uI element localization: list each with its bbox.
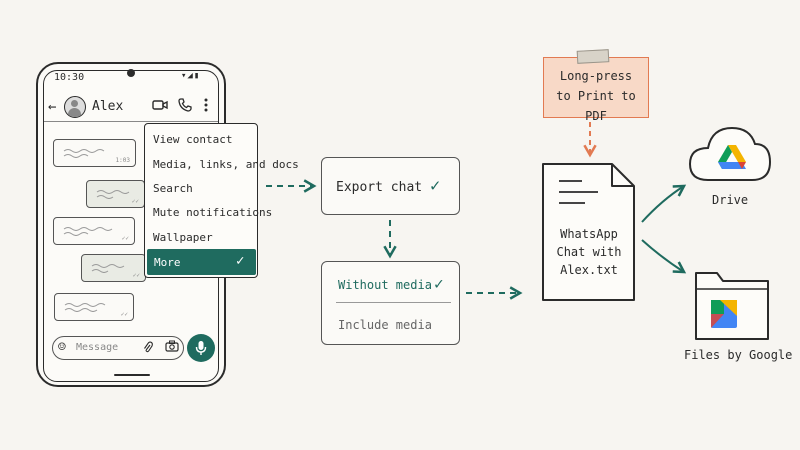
read-ticks: ✓✓ [131, 198, 139, 205]
cloud-drive-icon [688, 126, 772, 181]
files-label[interactable]: Files by Google [684, 348, 793, 362]
message-bubble-outgoing: ✓✓ [81, 254, 146, 282]
status-time: 10:30 [54, 72, 85, 83]
document-icon [542, 163, 635, 301]
read-ticks: ✓✓ [120, 311, 128, 318]
checkmark-icon: ✓ [236, 253, 245, 269]
menu-item-view-contact[interactable]: View contact [153, 133, 233, 146]
message-bubble-outgoing: ✓✓ [86, 180, 145, 208]
note-line-2: to Print to PDF [556, 89, 636, 123]
option-without-media[interactable]: Without media [338, 278, 432, 292]
kebab-menu-icon[interactable] [203, 97, 209, 116]
option-divider [336, 302, 451, 303]
avatar[interactable] [64, 96, 86, 118]
contact-name[interactable]: Alex [92, 99, 124, 114]
export-chat-step[interactable] [321, 157, 460, 215]
arrow-document-to-drive [641, 184, 687, 223]
camera-icon[interactable] [165, 340, 179, 355]
status-icons: ▾◢▮ [181, 71, 201, 81]
video-camera-icon[interactable] [152, 99, 168, 114]
microphone-button[interactable] [187, 334, 215, 362]
home-indicator [114, 374, 150, 376]
message-bubble: ✓✓ [53, 217, 135, 245]
menu-item-search[interactable]: Search [153, 182, 193, 195]
menu-item-more-highlight[interactable] [147, 249, 256, 275]
message-placeholder: Message [76, 342, 119, 353]
phone-icon[interactable] [178, 98, 192, 115]
sticky-note-text: Long-press to Print to PDF [543, 66, 649, 126]
document-line-1: WhatsApp [560, 227, 618, 241]
folder-files-icon [695, 272, 769, 340]
header-divider [44, 121, 218, 122]
menu-item-wallpaper[interactable]: Wallpaper [153, 231, 213, 244]
read-ticks: ✓✓ [121, 235, 129, 242]
checkmark-icon: ✓ [430, 176, 441, 196]
read-ticks: ✓✓ [132, 272, 140, 279]
message-input[interactable] [52, 336, 184, 360]
document-line-3: Alex.txt [560, 263, 618, 277]
document-line-2: Chat with [556, 245, 622, 259]
document-label: WhatsApp Chat with Alex.txt [542, 225, 636, 279]
menu-item-more[interactable]: More [154, 256, 181, 269]
front-camera [127, 69, 135, 77]
note-line-1: Long-press [559, 69, 633, 83]
checkmark-icon: ✓ [434, 274, 444, 293]
menu-item-media-links-docs[interactable]: Media, links, and docs [153, 158, 299, 171]
message-bubble: 1:03 [53, 139, 136, 167]
menu-item-mute-notifications[interactable]: Mute notifications [153, 206, 273, 219]
message-bubble: ✓✓ [54, 293, 134, 321]
export-chat-label: Export chat [336, 180, 423, 195]
emoji-icon[interactable]: ☺ [58, 340, 66, 355]
message-time: 1:03 [115, 157, 130, 164]
drive-label[interactable]: Drive [712, 193, 749, 207]
media-options-box [321, 261, 460, 345]
arrow-document-to-files [641, 239, 687, 274]
arrow-left-icon[interactable]: ← [48, 99, 57, 115]
sticky-note [543, 57, 649, 118]
option-include-media[interactable]: Include media [338, 318, 432, 332]
paperclip-icon[interactable] [143, 341, 153, 357]
